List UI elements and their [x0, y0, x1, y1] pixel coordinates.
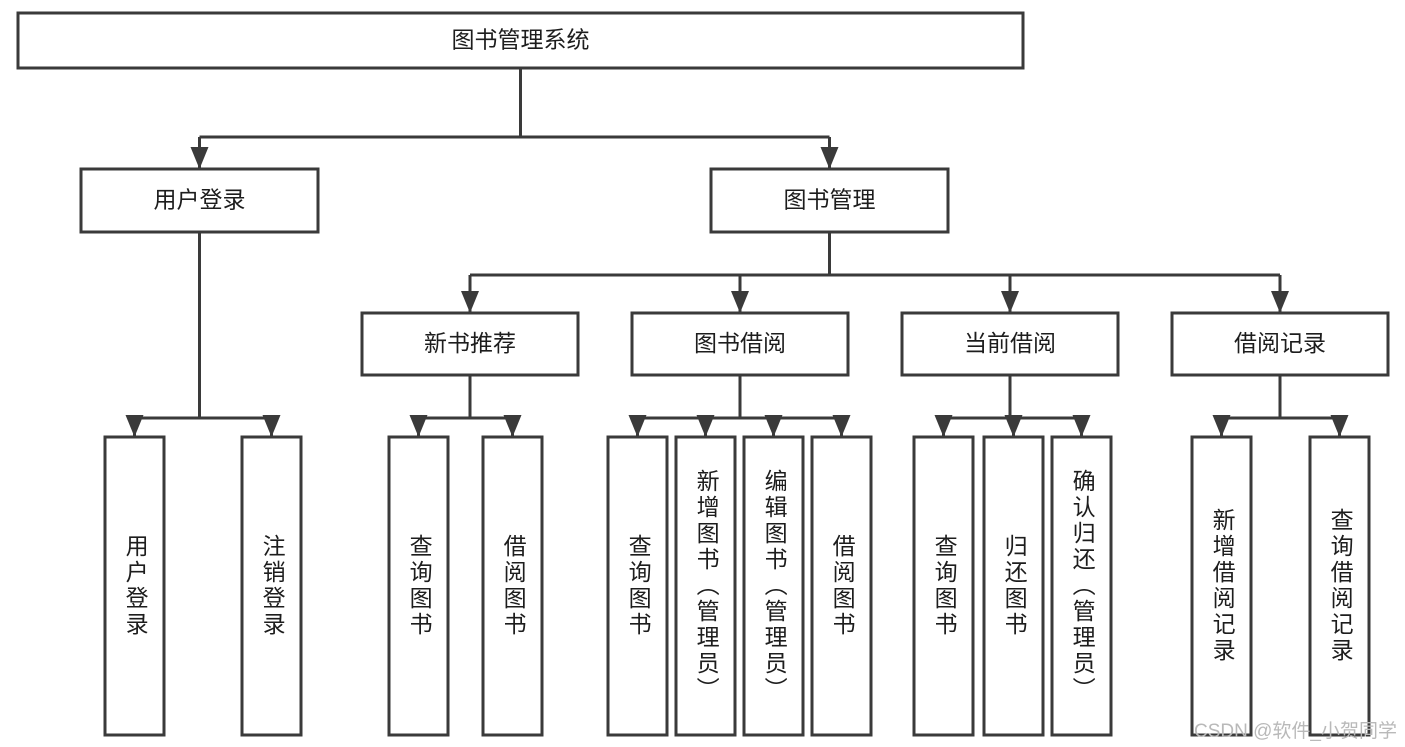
node-box-leaf-4[interactable]: [606, 435, 669, 737]
arrow-head-icon: [125, 415, 144, 437]
arrow-head-icon: [832, 415, 851, 437]
node-box-level3-3[interactable]: [1170, 311, 1390, 377]
arrow-head-icon: [1212, 415, 1231, 437]
arrow-head-icon: [262, 415, 281, 437]
arrow-head-icon: [731, 291, 749, 313]
arrow-head-icon: [820, 147, 839, 169]
node-box-leaf-9[interactable]: [982, 435, 1045, 737]
connectors-layer: [125, 68, 1349, 437]
node-box-root[interactable]: [16, 11, 1025, 70]
node-box-level3-1[interactable]: [630, 311, 850, 377]
node-box-leaf-2[interactable]: [387, 435, 450, 737]
node-box-leaf-8[interactable]: [912, 435, 975, 737]
node-box-leaf-11[interactable]: [1190, 435, 1253, 737]
boxes-layer: [16, 11, 1390, 737]
arrow-head-icon: [764, 415, 783, 437]
arrow-head-icon: [1271, 291, 1289, 313]
node-label-level3-2: 当前借阅: [964, 330, 1056, 356]
arrow-head-icon: [1004, 415, 1023, 437]
node-box-leaf-0[interactable]: [103, 435, 166, 737]
arrow-head-icon: [1330, 415, 1349, 437]
arrow-head-icon: [1001, 291, 1019, 313]
arrow-head-icon: [934, 415, 953, 437]
node-box-leaf-10[interactable]: [1050, 435, 1113, 737]
node-label-level3-3: 借阅记录: [1234, 330, 1326, 356]
node-box-level2-0[interactable]: [79, 167, 320, 234]
arrow-head-icon: [1072, 415, 1091, 437]
arrow-head-icon: [696, 415, 715, 437]
arrow-head-icon: [503, 415, 522, 437]
node-label-root: 图书管理系统: [452, 27, 590, 53]
node-label-level3-1: 图书借阅: [694, 330, 786, 356]
node-box-leaf-1[interactable]: [240, 435, 303, 737]
node-label-level2-0: 用户登录: [154, 187, 246, 213]
node-box-level3-2[interactable]: [900, 311, 1120, 377]
node-label-level2-1: 图书管理: [784, 187, 876, 213]
arrow-head-icon: [190, 147, 209, 169]
node-box-leaf-3[interactable]: [481, 435, 544, 737]
node-box-leaf-6[interactable]: [742, 435, 805, 737]
arrow-head-icon: [461, 291, 479, 313]
node-label-level3-0: 新书推荐: [424, 330, 516, 356]
node-box-leaf-7[interactable]: [810, 435, 873, 737]
node-box-leaf-5[interactable]: [674, 435, 737, 737]
csdn-watermark: CSDN @软件_小贺同学: [1194, 721, 1397, 742]
arrow-head-icon: [628, 415, 647, 437]
node-box-leaf-12[interactable]: [1308, 435, 1371, 737]
node-box-level2-1[interactable]: [709, 167, 950, 234]
arrow-head-icon: [409, 415, 428, 437]
node-box-level3-0[interactable]: [360, 311, 580, 377]
